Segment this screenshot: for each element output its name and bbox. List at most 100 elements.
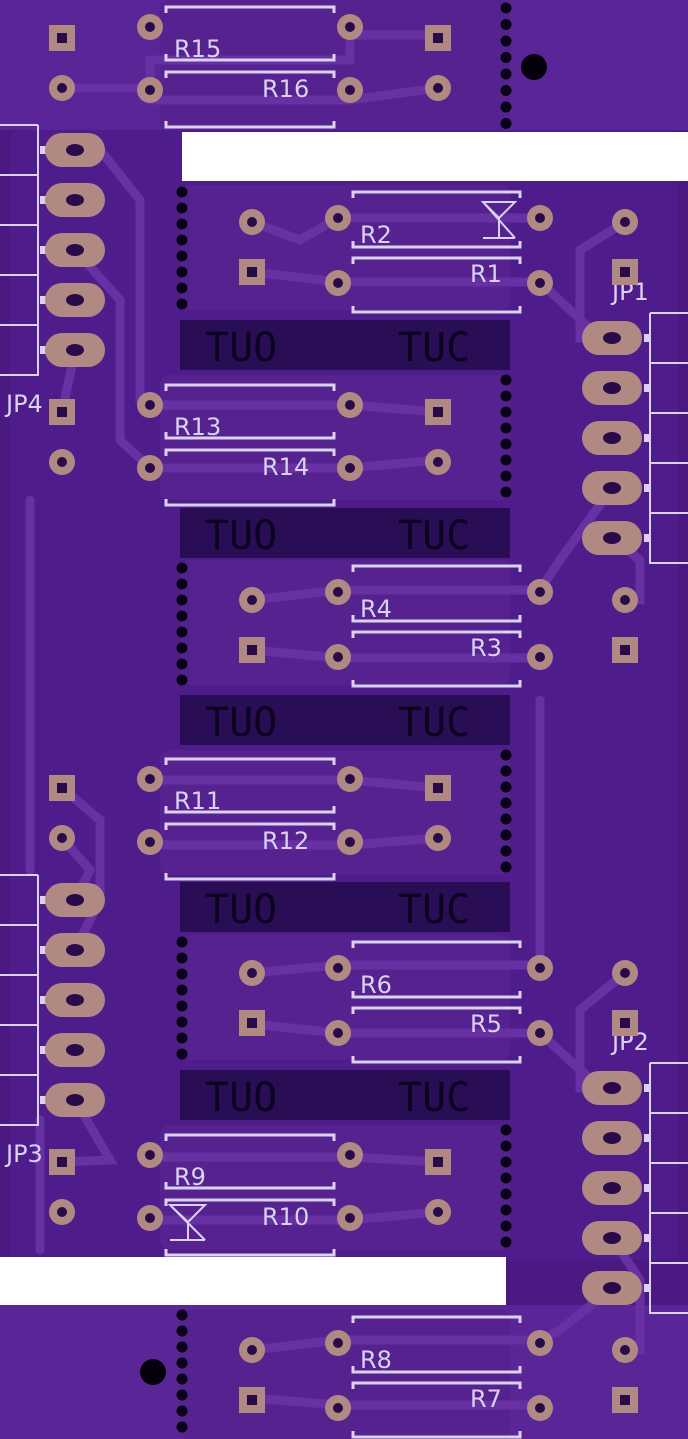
via bbox=[176, 642, 188, 654]
via bbox=[500, 19, 512, 30]
via bbox=[176, 658, 188, 670]
via-column bbox=[176, 1309, 188, 1433]
cut-strip-right-text: TUC bbox=[398, 887, 470, 933]
via bbox=[500, 374, 512, 386]
via bbox=[176, 234, 188, 246]
via bbox=[500, 406, 512, 418]
resistor-label: R9 bbox=[174, 1163, 206, 1191]
via-columns bbox=[176, 2, 512, 1433]
via bbox=[176, 936, 188, 948]
via bbox=[500, 390, 512, 402]
resistor-outline bbox=[164, 822, 336, 881]
via bbox=[500, 454, 512, 466]
via bbox=[176, 1357, 188, 1369]
via-column bbox=[500, 2, 512, 129]
cut-strip-left-text: TUO bbox=[205, 1075, 277, 1121]
resistor-outline bbox=[351, 1315, 522, 1374]
via bbox=[176, 186, 188, 198]
test-pad-pair bbox=[49, 399, 75, 475]
test-pad-pair bbox=[612, 209, 638, 285]
via bbox=[176, 968, 188, 980]
via bbox=[500, 35, 512, 47]
via bbox=[500, 781, 512, 793]
resistor-label: R12 bbox=[262, 827, 309, 855]
via bbox=[500, 1188, 512, 1200]
resistor-outline bbox=[164, 383, 336, 440]
cut-strip: TUO TUC bbox=[180, 1070, 510, 1121]
test-pad-pair bbox=[612, 960, 638, 1036]
via bbox=[500, 1156, 512, 1168]
via bbox=[176, 1048, 188, 1060]
via bbox=[500, 85, 512, 96]
via bbox=[176, 952, 188, 964]
test-pad-pair bbox=[425, 1149, 451, 1225]
resistor-outline bbox=[351, 256, 522, 314]
resistor-label: R14 bbox=[262, 453, 309, 481]
via bbox=[176, 1421, 188, 1433]
resistor-outline bbox=[351, 1006, 522, 1064]
cut-strip-right-text: TUC bbox=[398, 1075, 470, 1121]
resistor-outline bbox=[351, 940, 522, 999]
via bbox=[176, 250, 188, 262]
via bbox=[500, 52, 512, 63]
via bbox=[500, 486, 512, 498]
via-column bbox=[176, 186, 188, 310]
resistor-label: R16 bbox=[262, 75, 309, 103]
board-cutout-bottom bbox=[0, 1257, 506, 1305]
via bbox=[176, 1309, 188, 1321]
via bbox=[176, 674, 188, 686]
fiducial-bottom bbox=[140, 1359, 166, 1385]
fiducial-top bbox=[521, 54, 547, 80]
via bbox=[176, 1000, 188, 1012]
via bbox=[176, 1016, 188, 1028]
resistor-outline bbox=[164, 1133, 336, 1190]
via bbox=[500, 1140, 512, 1152]
resistor-outline bbox=[164, 70, 336, 129]
resistor-outline bbox=[164, 757, 336, 814]
via-column bbox=[500, 374, 512, 498]
test-pad-pair bbox=[239, 960, 265, 1036]
via bbox=[176, 282, 188, 294]
resistor-label: R5 bbox=[470, 1010, 502, 1038]
via bbox=[176, 984, 188, 996]
cut-strip-right-text: TUC bbox=[398, 700, 470, 746]
via bbox=[500, 1204, 512, 1216]
test-pad-pair bbox=[49, 25, 75, 101]
test-pad-pair bbox=[239, 1337, 265, 1413]
header-connector: JP3 bbox=[0, 874, 105, 1168]
header-connector: JP2 bbox=[582, 1028, 688, 1314]
via bbox=[500, 1236, 512, 1248]
test-pad-pair bbox=[239, 587, 265, 663]
resistor-outline bbox=[164, 448, 336, 507]
header-connector: JP1 bbox=[582, 278, 688, 564]
test-pad-pair bbox=[612, 587, 638, 663]
via bbox=[500, 2, 512, 14]
resistor-outline bbox=[351, 630, 522, 688]
via bbox=[500, 101, 512, 113]
resistor-label: R3 bbox=[470, 634, 502, 662]
resistor-label: R15 bbox=[174, 35, 221, 63]
cut-strip-left-text: TUO bbox=[205, 325, 277, 371]
via bbox=[176, 1325, 188, 1337]
via bbox=[176, 1341, 188, 1353]
test-pad-pair bbox=[239, 209, 265, 285]
resistor-outline bbox=[164, 5, 336, 62]
resistor-label: R13 bbox=[174, 413, 221, 441]
test-pad-pair bbox=[425, 25, 451, 101]
test-pad-pair bbox=[49, 1149, 75, 1225]
via bbox=[176, 562, 188, 574]
resistor-label: R6 bbox=[360, 971, 392, 999]
via bbox=[500, 861, 512, 873]
